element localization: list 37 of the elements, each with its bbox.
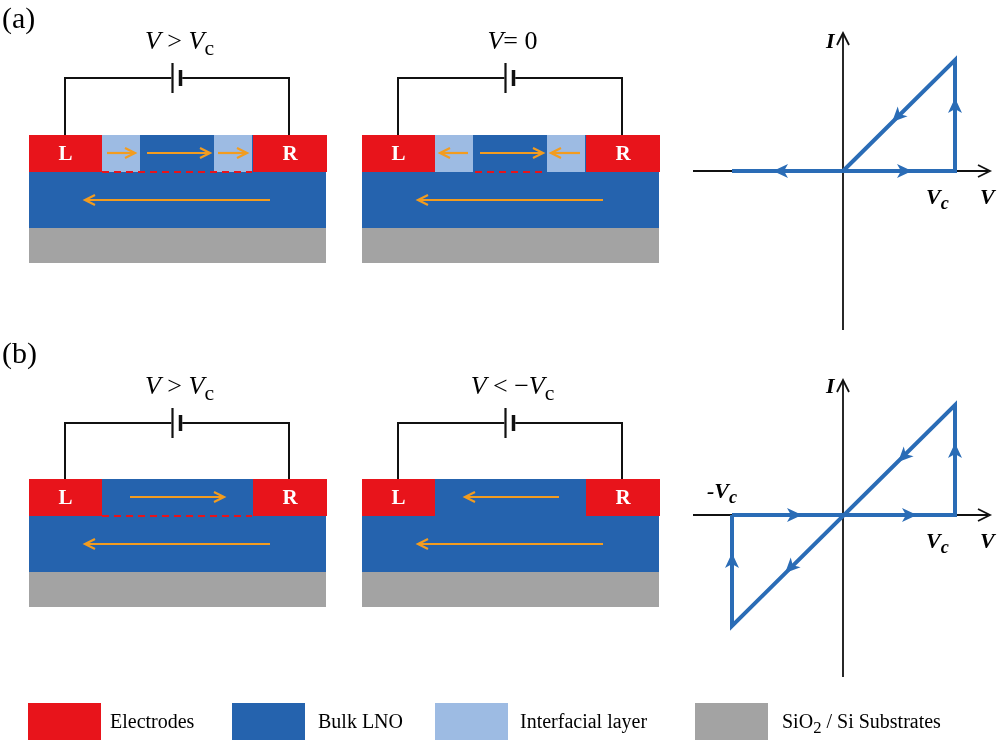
legend-label: Electrodes [110,711,195,731]
axis-label: V [980,186,995,208]
legend-label: Bulk LNO [318,711,403,731]
tick-label: V$_{c}$ [926,530,949,557]
electrode-pad: R [253,479,327,516]
circuit-wire [514,77,623,136]
legend-label: Interfacial layer [520,711,648,731]
tick-label: V$_{c}$ [926,186,949,213]
electrode-pad: L [362,479,435,516]
electrode-pad: L [29,135,102,172]
electrode-pad: L [362,135,435,172]
electrode-pad: R [586,135,660,172]
circuit-wire [64,422,173,480]
axis-label: I [826,30,835,52]
electrode-pad: L [29,479,102,516]
voltage-label: V= 0 [487,28,538,54]
tick-label: -V$_{c}$ [707,480,738,507]
battery-symbol [504,63,516,93]
voltage-label: V < −V$_{c}$ [470,373,555,405]
legend-label: SiO$_{2}$ / Si Substrates [782,711,941,737]
electrode-pad: R [253,135,327,172]
circuit-wire [397,422,506,480]
circuit-wire [397,77,506,136]
electrode-pad: R [586,479,660,516]
circuit-wire [181,77,290,136]
battery-symbol [171,408,183,438]
voltage-label: V > V$_{c}$ [144,373,215,405]
circuit-wire [181,422,290,480]
panel-label: (b) [2,338,37,368]
battery-symbol [171,63,183,93]
battery-symbol [504,408,516,438]
axis-label: V [980,530,995,552]
circuit-wire [64,77,173,136]
circuit-wire [514,422,623,480]
voltage-label: V > V$_{c}$ [144,28,215,60]
panel-label: (a) [2,3,36,33]
axis-label: I [826,375,835,397]
